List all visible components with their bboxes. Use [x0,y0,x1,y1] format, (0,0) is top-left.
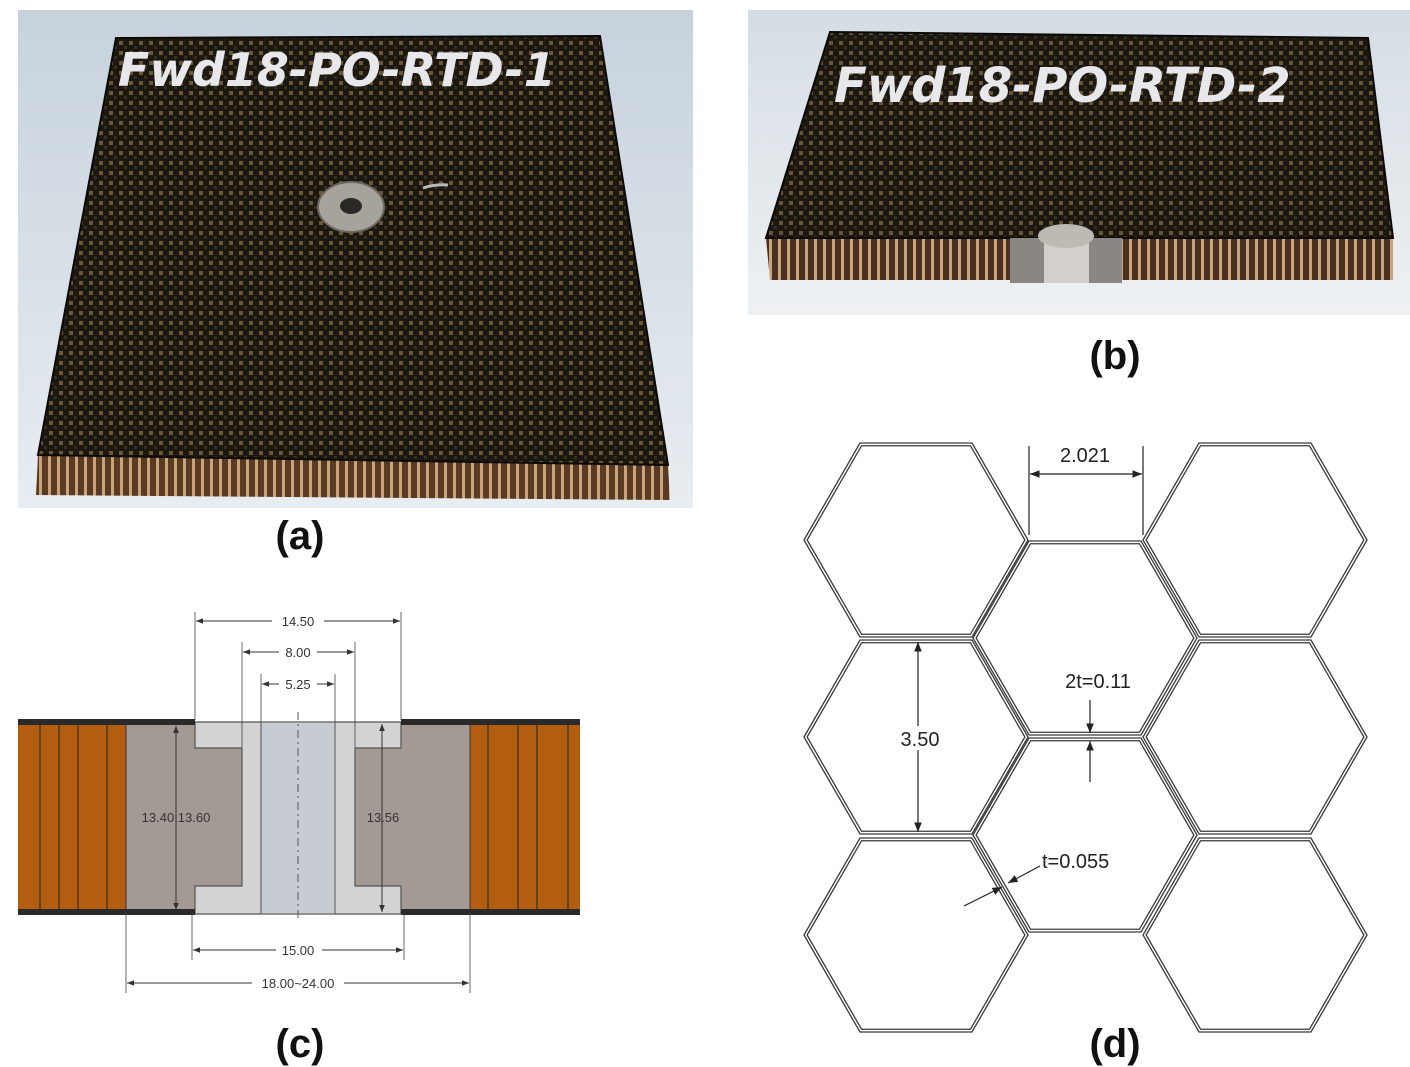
dim-bottom-flange: 15.00 [282,943,315,958]
caption-c: (c) [275,1022,325,1066]
top-skin-left [18,719,195,725]
hex-cell-wall [806,445,1026,635]
honeycomb-core-right [470,724,580,910]
caption-b: (b) [1089,334,1141,378]
dim-top-mid: 8.00 [285,645,310,660]
dim-single-wall: t=0.055 [1042,851,1109,873]
dim-double-wall: 2t=0.11 [1065,671,1131,693]
hex-cell-wall [1142,442,1368,638]
hex-cell-wall [803,639,1029,835]
panel-d-honeycomb-drawing: 2.021 3.50 2t=0.11 t=0.055 [790,430,1390,1040]
honeycomb-cell-geometry: 2.021 3.50 2t=0.11 t=0.055 [803,442,1368,1033]
dim-cell-size: 3.50 [901,729,940,751]
hex-cell-wall [803,837,1029,1033]
dim-top-inner: 5.25 [285,677,310,692]
panel-a-photo: Fwd18-PO-RTD-1 [18,10,693,508]
insert-cross-section: 14.50 8.00 5.25 13.40;13.60 13.56 15.00 … [18,612,580,993]
hex-cell-wall [975,543,1195,733]
hex-cell-wall [1142,837,1368,1033]
caption-a: (a) [275,514,325,558]
panel-b-photo: Fwd18-PO-RTD-2 [748,10,1410,315]
hex-cell-wall [975,740,1195,930]
panel-c-insert-drawing: 14.50 8.00 5.25 13.40;13.60 13.56 15.00 … [0,600,600,1000]
caption-d: (d) [1089,1022,1141,1066]
hex-cell-wall [972,737,1198,933]
specimen-label-1: Fwd18-PO-RTD-1 [118,43,556,97]
hex-cell-wall [1142,639,1368,835]
hex-cell-wall [803,442,1029,638]
hex-cell-wall [806,642,1026,832]
dim-cell-wall-length: 2.021 [1060,445,1110,467]
dim-bottom-potting: 18.00~24.00 [262,976,335,991]
honeycomb-core-left [18,724,126,910]
hex-cell-wall [1145,445,1365,635]
hex-cell-wall [1145,840,1365,1030]
hex-cell-wall [1145,642,1365,832]
hex-cell-wall [972,540,1198,736]
specimen-label-2: Fwd18-PO-RTD-2 [834,58,1291,114]
photo-specimen-1: Fwd18-PO-RTD-1 [18,10,693,508]
bottom-skin-left [18,909,195,915]
dim-left-height: 13.40;13.60 [142,810,211,825]
dim-right-height: 13.56 [367,810,400,825]
photo-specimen-2: Fwd18-PO-RTD-2 [748,10,1410,315]
top-skin-right [401,719,580,725]
honeycomb-cells [803,442,1368,1033]
bottom-skin-right [401,909,580,915]
dim-top-outer: 14.50 [282,614,315,629]
hex-cell-wall [806,840,1026,1030]
